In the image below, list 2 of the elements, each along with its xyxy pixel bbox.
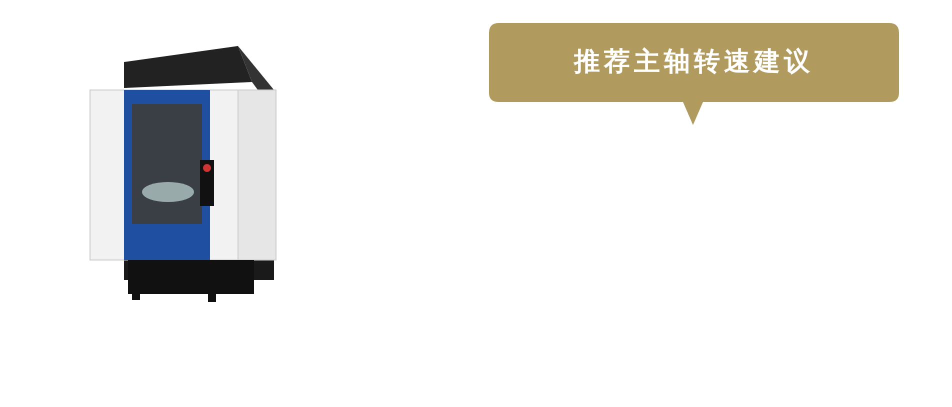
speech-bubble	[489, 23, 899, 125]
bubble-text: 推荐主轴转速建议	[572, 46, 815, 79]
